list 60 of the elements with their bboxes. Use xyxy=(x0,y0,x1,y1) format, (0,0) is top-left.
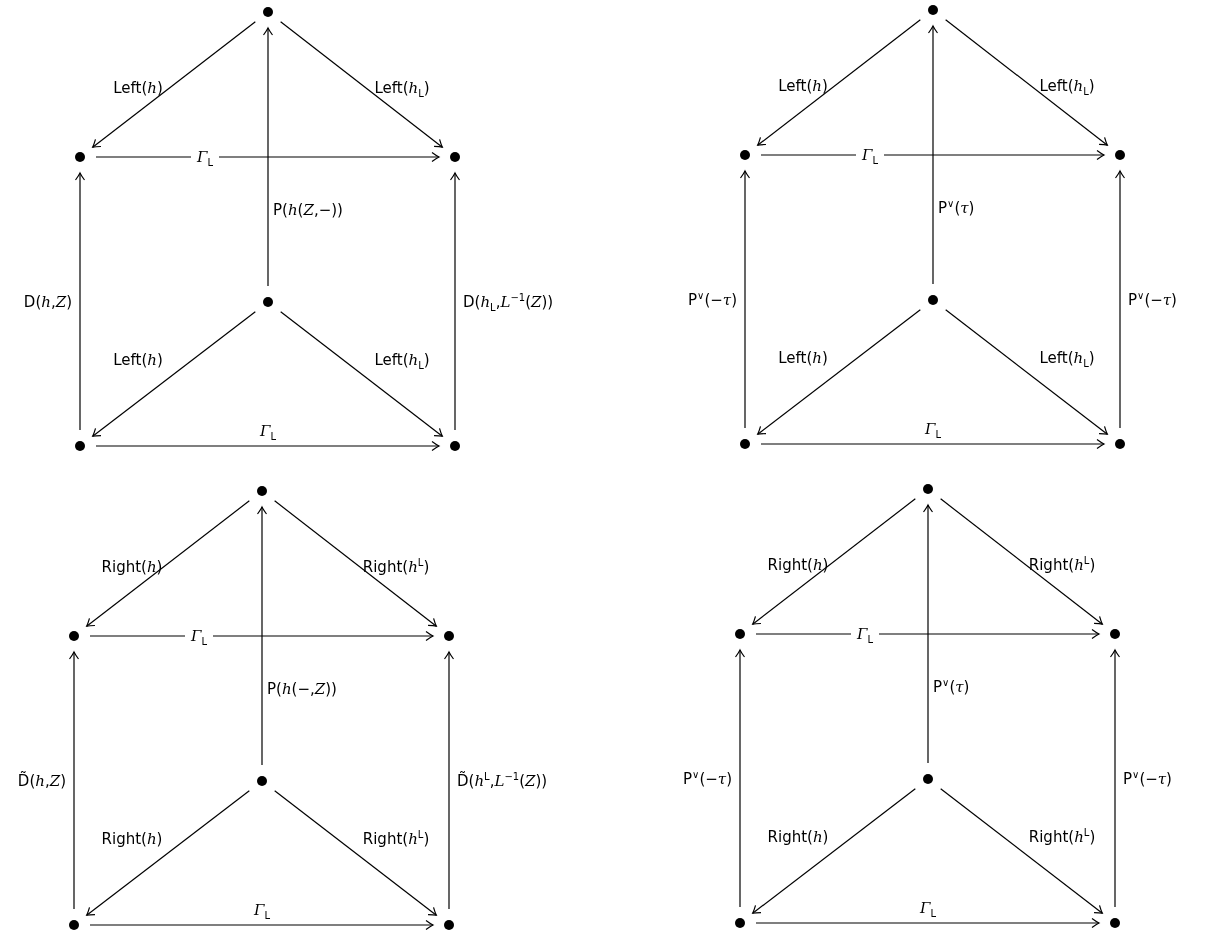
edge-label: Left(h$_{L}$) xyxy=(374,351,430,369)
edge-label: P(h(−,Z)) xyxy=(267,680,337,698)
edge-label: Γ$_{L}$ xyxy=(851,625,879,643)
dot xyxy=(75,152,85,162)
edge-label: Γ$_{L}$ xyxy=(920,899,936,917)
edge-label: Left(h$_{L}$) xyxy=(1039,77,1095,95)
edge-label: D̃(h,Z) xyxy=(17,772,66,790)
edge-label: Left(h) xyxy=(778,349,828,367)
dot xyxy=(928,295,938,305)
edge-label: Right(h) xyxy=(767,556,829,574)
edge-label: Γ$_{L}$ xyxy=(260,422,276,440)
edge-label: Γ$_{L}$ xyxy=(254,901,270,919)
edge-label: P(h(Z,−)) xyxy=(273,201,343,219)
edge-label: D(h,Z) xyxy=(23,293,72,311)
edge-label: Right(h$^{L}$) xyxy=(1028,828,1096,846)
edge-label: Right(h) xyxy=(101,830,163,848)
dot xyxy=(444,631,454,641)
edge-label: P$^{∨}$(−τ) xyxy=(683,770,732,788)
dot xyxy=(923,774,933,784)
dot xyxy=(928,5,938,15)
dot xyxy=(444,920,454,930)
edge-label: Γ$_{L}$ xyxy=(185,627,213,645)
dot xyxy=(257,776,267,786)
edge-label: P$^{∨}$(−τ) xyxy=(1123,770,1172,788)
dot xyxy=(740,439,750,449)
dot xyxy=(1115,439,1125,449)
edge-label: Right(h$^{L}$) xyxy=(362,830,430,848)
edge-label: Right(h) xyxy=(101,558,163,576)
dot xyxy=(735,629,745,639)
edge-label: Left(h$_{L}$) xyxy=(1039,349,1095,367)
dot xyxy=(69,631,79,641)
dot xyxy=(257,486,267,496)
edge-label: Right(h$^{L}$) xyxy=(362,558,430,576)
edge-label: P$^{∨}$(−τ) xyxy=(688,291,737,309)
dot xyxy=(740,150,750,160)
dot xyxy=(263,7,273,17)
edge-label: Γ$_{L}$ xyxy=(925,420,941,438)
edge-label: D̃(h$^{L}$,L$^{−1}$(Z)) xyxy=(457,772,548,790)
dot xyxy=(1110,629,1120,639)
dot xyxy=(263,297,273,307)
dot xyxy=(450,152,460,162)
edge-label: D(h$_{L}$,L$^{−1}$(Z)) xyxy=(463,293,554,311)
edge-label: P$^{∨}$(τ) xyxy=(938,199,975,217)
edge-label: Right(h) xyxy=(767,828,829,846)
edge-label: P$^{∨}$(τ) xyxy=(933,678,970,696)
edge-label: Left(h) xyxy=(113,79,163,97)
edge-label: P$^{∨}$(−τ) xyxy=(1128,291,1177,309)
edge-label: Γ$_{L}$ xyxy=(191,148,219,166)
dot xyxy=(735,918,745,928)
dot xyxy=(1110,918,1120,928)
dot xyxy=(69,920,79,930)
edge-label: Right(h$^{L}$) xyxy=(1028,556,1096,574)
edge-label: Left(h$_{L}$) xyxy=(374,79,430,97)
dot xyxy=(75,441,85,451)
edge-label: Left(h) xyxy=(113,351,163,369)
dot xyxy=(923,484,933,494)
edge-label: Γ$_{L}$ xyxy=(856,146,884,164)
edge-label: Left(h) xyxy=(778,77,828,95)
dot xyxy=(450,441,460,451)
dot xyxy=(1115,150,1125,160)
